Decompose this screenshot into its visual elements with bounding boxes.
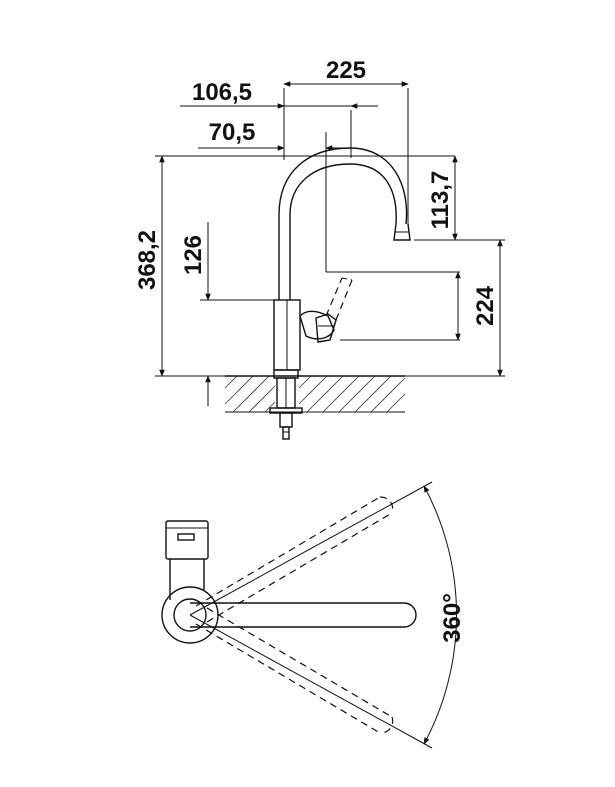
countertop bbox=[224, 375, 406, 413]
lever-handle bbox=[299, 277, 353, 343]
dim-spout-drop: 113,7 bbox=[427, 171, 454, 230]
gooseneck-spout bbox=[278, 147, 411, 300]
spout-position-center bbox=[190, 602, 417, 628]
dimension-lines bbox=[159, 81, 503, 406]
lever-block bbox=[165, 520, 209, 600]
dim-lever-offset: 70,5 bbox=[209, 119, 256, 146]
countertop-hatching bbox=[224, 375, 406, 413]
side-view: 225 106,5 70,5 113,7 368,2 126 224 bbox=[134, 57, 505, 440]
dim-lever-height: 126 bbox=[180, 235, 207, 275]
faucet-body bbox=[273, 299, 301, 371]
rotation-label: 360° bbox=[439, 593, 466, 643]
spout-position-lower bbox=[195, 607, 394, 734]
dim-reach-spout: 106,5 bbox=[192, 79, 252, 106]
spout-position-upper bbox=[195, 496, 394, 623]
rotation-arc bbox=[189, 481, 458, 749]
dim-reach-total: 225 bbox=[326, 57, 366, 84]
mounting-shank bbox=[269, 369, 303, 440]
dim-total-height: 368,2 bbox=[134, 230, 161, 290]
top-view: 360° bbox=[161, 481, 466, 749]
dim-outlet-height: 224 bbox=[472, 285, 499, 326]
